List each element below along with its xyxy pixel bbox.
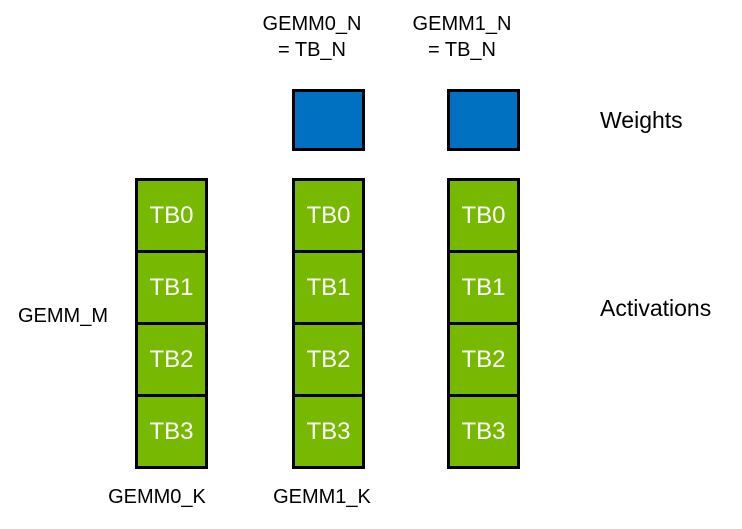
tb-cell: TB2 <box>135 322 208 397</box>
tb-cell: TB0 <box>292 178 365 253</box>
gemm1-n-label: GEMM1_N = TB_N <box>397 11 527 63</box>
tb-cell: TB3 <box>135 394 208 469</box>
activations-column-1: TB0 TB1 TB2 TB3 <box>292 178 365 469</box>
activations-column-2: TB0 TB1 TB2 TB3 <box>447 178 520 469</box>
gemm-m-label: GEMM_M <box>18 305 108 327</box>
tb-cell: TB2 <box>292 322 365 397</box>
tb-cell: TB3 <box>447 394 520 469</box>
gemm0-n-label: GEMM0_N = TB_N <box>247 11 377 63</box>
tb-cell: TB1 <box>292 250 365 325</box>
gemm0-n-label-line2: = TB_N <box>278 39 346 61</box>
gemm1-k-label: GEMM1_K <box>273 486 371 508</box>
activations-label: Activations <box>600 295 712 321</box>
tb-cell: TB1 <box>447 250 520 325</box>
activations-column-0: TB0 TB1 TB2 TB3 <box>135 178 208 469</box>
tb-cell: TB1 <box>135 250 208 325</box>
tb-cell: TB2 <box>447 322 520 397</box>
weights-tile-gemm0 <box>292 89 365 151</box>
tb-cell: TB3 <box>292 394 365 469</box>
tb-cell: TB0 <box>447 178 520 253</box>
gemm0-n-label-line1: GEMM0_N <box>262 13 362 35</box>
tb-cell: TB0 <box>135 178 208 253</box>
weights-tile-gemm1 <box>447 89 520 151</box>
gemm0-k-label: GEMM0_K <box>108 486 206 508</box>
weights-label: Weights <box>600 107 683 133</box>
gemm1-n-label-line1: GEMM1_N <box>412 13 512 35</box>
gemm1-n-label-line2: = TB_N <box>428 39 496 61</box>
